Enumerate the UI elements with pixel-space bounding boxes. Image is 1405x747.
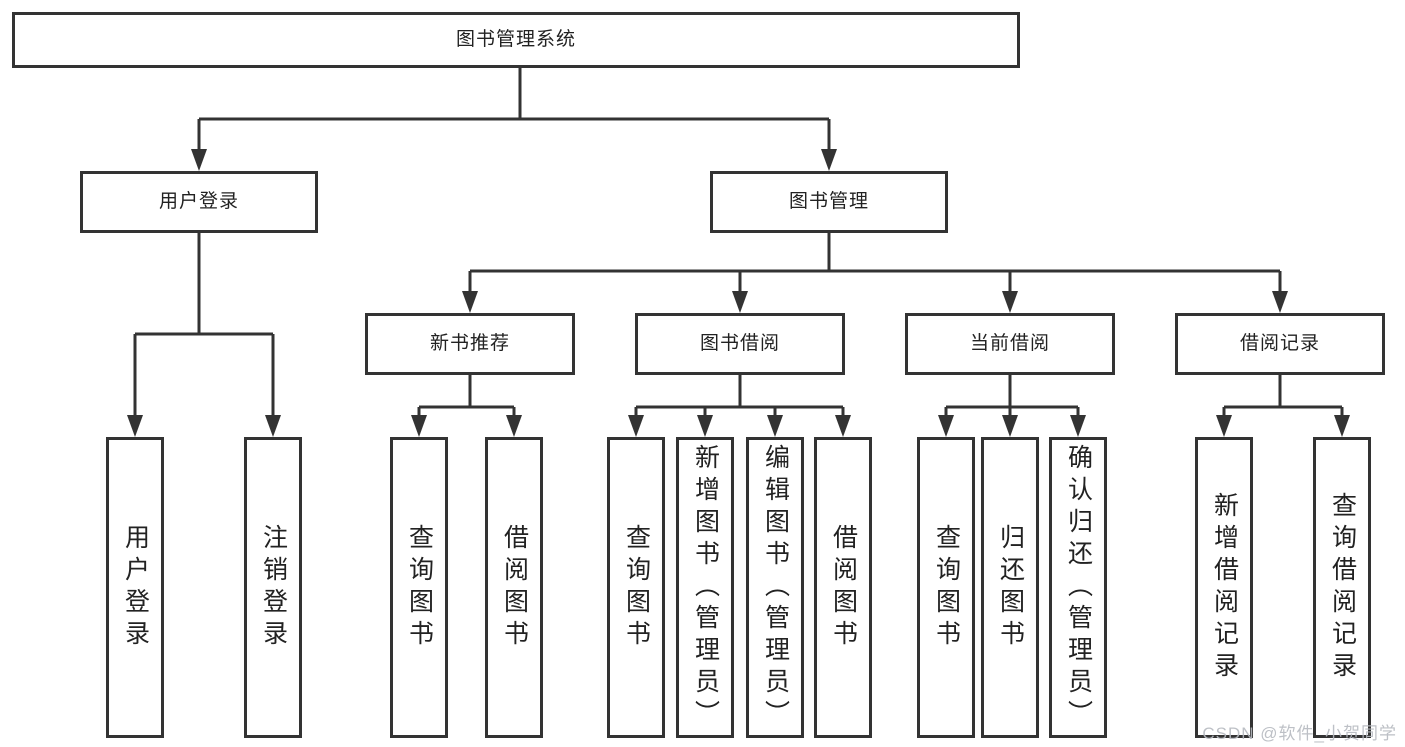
arrowhead <box>265 415 281 437</box>
leaf-edit-book-admin: 编辑图书（管理员） <box>746 437 804 738</box>
leaf-add-book-admin: 新增图书（管理员） <box>676 437 734 738</box>
leaf-borrow-books-recommend: 借阅图书 <box>485 437 543 738</box>
arrowhead <box>127 415 143 437</box>
arrowhead <box>411 415 427 437</box>
leaf-logout: 注销登录 <box>244 437 302 738</box>
node-borrowing-records: 借阅记录 <box>1175 313 1385 375</box>
leaf-query-borrow-record: 查询借阅记录 <box>1313 437 1371 738</box>
node-book-management: 图书管理 <box>710 171 948 233</box>
node-book-borrowing: 图书借阅 <box>635 313 845 375</box>
arrowhead <box>767 415 783 437</box>
arrowhead <box>1216 415 1232 437</box>
arrowhead <box>506 415 522 437</box>
arrowhead <box>462 291 478 313</box>
arrowhead <box>1334 415 1350 437</box>
arrowhead <box>821 149 837 171</box>
leaf-query-books-recommend: 查询图书 <box>390 437 448 738</box>
leaf-add-borrow-record: 新增借阅记录 <box>1195 437 1253 738</box>
arrowhead <box>1002 291 1018 313</box>
node-new-book-recommend: 新书推荐 <box>365 313 575 375</box>
leaf-confirm-return-admin: 确认归还（管理员） <box>1049 437 1107 738</box>
csdn-watermark: CSDN @软件_小贺同学 <box>1202 724 1397 743</box>
node-current-borrowing: 当前借阅 <box>905 313 1115 375</box>
leaf-query-books-borrowing: 查询图书 <box>607 437 665 738</box>
arrowhead <box>835 415 851 437</box>
arrowhead <box>1070 415 1086 437</box>
leaf-query-books-current: 查询图书 <box>917 437 975 738</box>
arrowhead <box>697 415 713 437</box>
arrowhead <box>191 149 207 171</box>
arrowhead <box>938 415 954 437</box>
arrowhead <box>732 291 748 313</box>
leaf-borrow-books: 借阅图书 <box>814 437 872 738</box>
arrowhead <box>628 415 644 437</box>
leaf-user-login: 用户登录 <box>106 437 164 738</box>
node-user-login: 用户登录 <box>80 171 318 233</box>
arrowhead <box>1272 291 1288 313</box>
arrowhead <box>1002 415 1018 437</box>
leaf-return-book: 归还图书 <box>981 437 1039 738</box>
node-library-management-system: 图书管理系统 <box>12 12 1020 68</box>
